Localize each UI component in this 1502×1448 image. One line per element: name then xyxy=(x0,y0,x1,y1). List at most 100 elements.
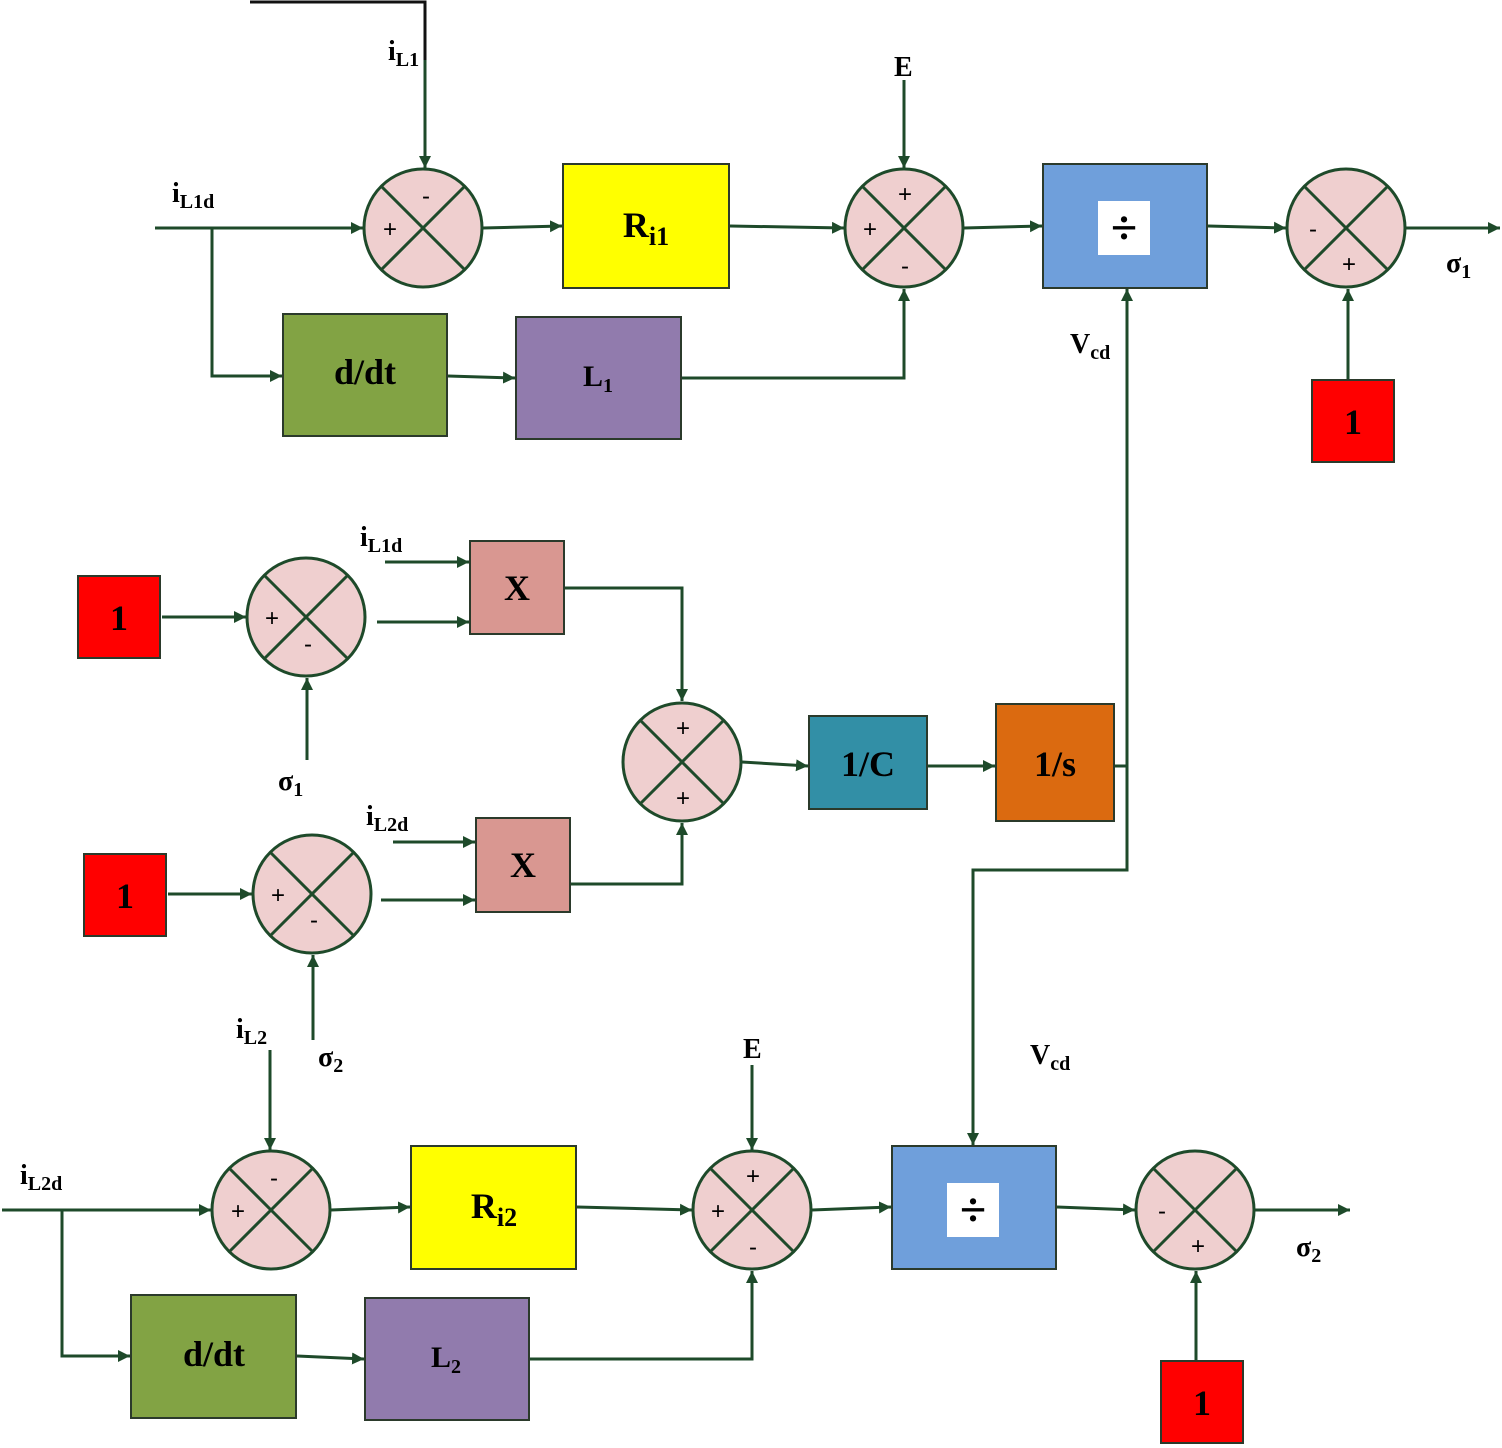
block-main: R xyxy=(623,205,650,245)
sign-top: - xyxy=(270,1165,278,1192)
label-il1d-mid: iL1d xyxy=(360,522,402,557)
divider-block-1: ÷ xyxy=(1042,163,1208,289)
sign-bottom: + xyxy=(676,785,690,812)
divider-block-2: ÷ xyxy=(891,1145,1057,1270)
block-main: L xyxy=(431,1341,451,1374)
wire-div2-to-sum9 xyxy=(1056,1203,1136,1216)
label-vcd-bottom: Vcd xyxy=(1030,1040,1070,1075)
label-il2: iL2 xyxy=(236,1014,267,1049)
wire-r2-to-sum8 xyxy=(576,1203,693,1216)
wires xyxy=(2,0,1500,1365)
sum-junction-4: + - xyxy=(245,556,367,678)
sum-junction-2: + + - xyxy=(843,167,965,289)
sum-junction-3: - + xyxy=(1285,167,1407,289)
divide-icon: ÷ xyxy=(960,1184,986,1237)
block-label: 1/s xyxy=(1034,744,1076,784)
block-subscript: 2 xyxy=(451,1356,461,1378)
sign-bottom: - xyxy=(901,253,909,280)
sign-left: - xyxy=(1309,216,1317,243)
constant-block-top-right: 1 xyxy=(1311,379,1395,463)
wire-l1-to-sum2 xyxy=(682,289,910,380)
integrator-block: 1/s xyxy=(995,703,1115,822)
sum-junction-7: - + xyxy=(210,1149,332,1271)
wire-sum1-to-r1 xyxy=(482,220,563,233)
label-il2d-bottom: iL2d xyxy=(20,1160,62,1195)
block-label: 1/C xyxy=(841,744,895,784)
sign-left: + xyxy=(271,882,285,909)
block-label: d/dt xyxy=(183,1334,245,1374)
block-label: 1 xyxy=(110,598,128,638)
label-il1d-top: iL1d xyxy=(172,178,214,213)
inverse-capacitance-block: 1/C xyxy=(808,715,928,810)
block-label: 1 xyxy=(116,876,134,916)
sign-left: + xyxy=(383,216,397,243)
sign-bottom: - xyxy=(310,907,318,934)
wire-vcd-to-div2 xyxy=(967,766,1129,1145)
wire-ddt1-to-l1 xyxy=(447,371,516,384)
wire-sum6-to-invc xyxy=(741,759,809,772)
derivative-block-2: d/dt xyxy=(130,1294,297,1419)
wire-sum2-to-div1 xyxy=(963,220,1043,233)
block-main: L xyxy=(583,360,603,393)
block-label: 1 xyxy=(1344,402,1362,442)
label-sigma1-output: σ1 xyxy=(1446,248,1471,283)
sign-left: - xyxy=(1158,1198,1166,1225)
derivative-block-1: d/dt xyxy=(282,313,448,437)
sum-junction-6: + + xyxy=(621,701,743,823)
divide-icon: ÷ xyxy=(1111,202,1137,255)
wire-r1-to-sum2 xyxy=(729,221,845,234)
block-label: 1 xyxy=(1193,1383,1211,1423)
sign-left: + xyxy=(711,1198,725,1225)
wire-mult2-to-sum6 xyxy=(571,823,688,886)
block-subscript: 1 xyxy=(603,375,613,397)
sum-junction-1: - + xyxy=(362,167,484,289)
label-sigma2-output: σ2 xyxy=(1296,1232,1321,1267)
svg-text:L1: L1 xyxy=(583,360,613,397)
constant-block-bottom-right: 1 xyxy=(1160,1360,1244,1444)
sign-left: + xyxy=(265,605,279,632)
wire-il2d-to-ddt2 xyxy=(60,1210,130,1362)
sign-bottom: - xyxy=(304,631,312,658)
block-subscript: i2 xyxy=(497,1203,517,1232)
label-il2d-mid: iL2d xyxy=(366,801,408,836)
block-main: R xyxy=(471,1186,498,1226)
wire-mult1-to-sum6 xyxy=(565,586,688,701)
label-sigma1-input: σ1 xyxy=(278,766,303,801)
sign-bottom: + xyxy=(1342,251,1356,278)
wire-sum7-to-r2 xyxy=(330,1201,411,1214)
multiplier-block-1: X xyxy=(469,540,565,635)
svg-text:Ri2: Ri2 xyxy=(471,1186,517,1232)
resistance-block-ri1: Ri1 xyxy=(562,163,730,289)
block-label: X xyxy=(510,845,536,885)
wire-il1d-to-ddt1 xyxy=(210,228,282,382)
label-il1: iL1 xyxy=(388,36,419,71)
constant-block-mid-upper: 1 xyxy=(77,575,161,659)
label-e-bottom: E xyxy=(743,1034,762,1065)
block-subscript: i1 xyxy=(649,222,669,251)
sum-junction-8: + + - xyxy=(691,1149,813,1271)
block-label: X xyxy=(504,568,530,608)
wire-vcd-to-div1 xyxy=(1115,289,1133,768)
sign-bottom: - xyxy=(749,1234,757,1261)
label-sigma2-input: σ2 xyxy=(318,1042,343,1077)
wire-il1-feed-top xyxy=(250,0,427,60)
inductance-block-l2: L2 xyxy=(364,1297,530,1421)
wire-l2-to-sum8 xyxy=(530,1271,758,1361)
sign-top: - xyxy=(422,183,430,210)
wire-sum8-to-div2 xyxy=(811,1201,892,1214)
label-e-top: E xyxy=(894,52,913,83)
multiplier-block-2: X xyxy=(475,817,571,913)
sign-top: + xyxy=(746,1163,760,1190)
svg-text:L2: L2 xyxy=(431,1341,461,1378)
sum-junction-9: - + xyxy=(1134,1149,1256,1271)
sign-top: + xyxy=(898,181,912,208)
sum-junction-5: + - xyxy=(251,833,373,955)
sign-bottom: + xyxy=(1191,1233,1205,1260)
sign-top: + xyxy=(676,715,690,742)
svg-text:Ri1: Ri1 xyxy=(623,205,669,251)
inductance-block-l1: L1 xyxy=(515,316,682,440)
sign-left: + xyxy=(231,1198,245,1225)
resistance-block-ri2: Ri2 xyxy=(410,1145,577,1270)
sign-left: + xyxy=(863,216,877,243)
